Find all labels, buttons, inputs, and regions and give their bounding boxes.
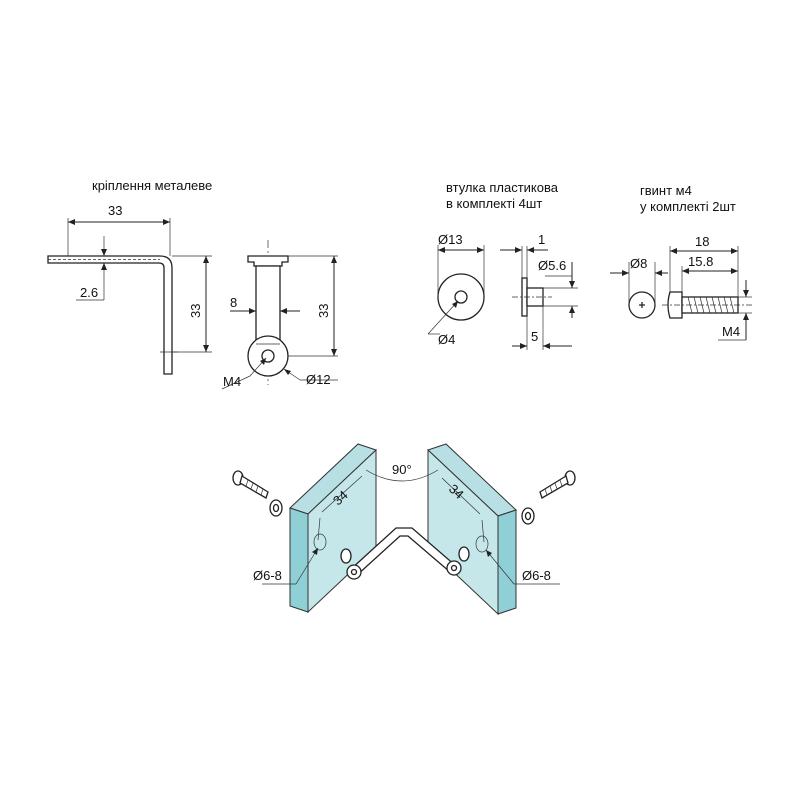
dim-bracket-eye: Ø12 (306, 372, 331, 387)
dim-bracket-height: 33 (188, 304, 203, 318)
dim-screw-head: Ø8 (630, 256, 647, 271)
dim-bracket-width: 33 (108, 203, 122, 218)
screw-views: гвинт м4 у комплекті 2шт Ø8 18 (610, 183, 752, 341)
dim-screw-total: 18 (695, 234, 709, 249)
right-glass-edge (497, 509, 517, 615)
dim-screw-thread: M4 (722, 324, 740, 339)
bracket-side-view: кріплення металеве 33 2.6 33 (47, 178, 212, 375)
bracket-title: кріплення металеве (92, 178, 212, 193)
right-screw (521, 470, 576, 525)
dim-bushing-flange: 1 (538, 232, 545, 247)
bushing-views: втулка пластикова в комплекті 4шт Ø13 Ø4… (427, 180, 578, 350)
bushing-title-1: втулка пластикова (446, 180, 559, 195)
left-hole-label: Ø6-8 (253, 568, 282, 583)
dim-bracket-slot: 8 (230, 295, 237, 310)
right-hole-label: Ø6-8 (522, 568, 551, 583)
assembly-view: 90° 34 34 (232, 443, 576, 616)
angle-label: 90° (392, 462, 412, 477)
dim-bracket-thread: M4 (223, 374, 241, 389)
screw-title-2: у комплекті 2шт (640, 199, 736, 214)
left-glass-edge (289, 507, 309, 613)
dim-bushing-inner: Ø4 (438, 332, 455, 347)
dim-bracket-front-height: 33 (316, 304, 331, 318)
left-screw (232, 470, 283, 517)
bracket-front-view: 8 33 M4 Ø12 (221, 240, 338, 390)
bushing-title-2: в комплекті 4шт (446, 196, 542, 211)
dim-bushing-outer: Ø13 (438, 232, 463, 247)
dim-screw-shank: 15.8 (688, 254, 713, 269)
dim-bushing-length: 5 (531, 329, 538, 344)
dim-bushing-shank: Ø5.6 (538, 258, 566, 273)
dim-bracket-thickness: 2.6 (80, 285, 98, 300)
screw-title-1: гвинт м4 (640, 183, 692, 198)
